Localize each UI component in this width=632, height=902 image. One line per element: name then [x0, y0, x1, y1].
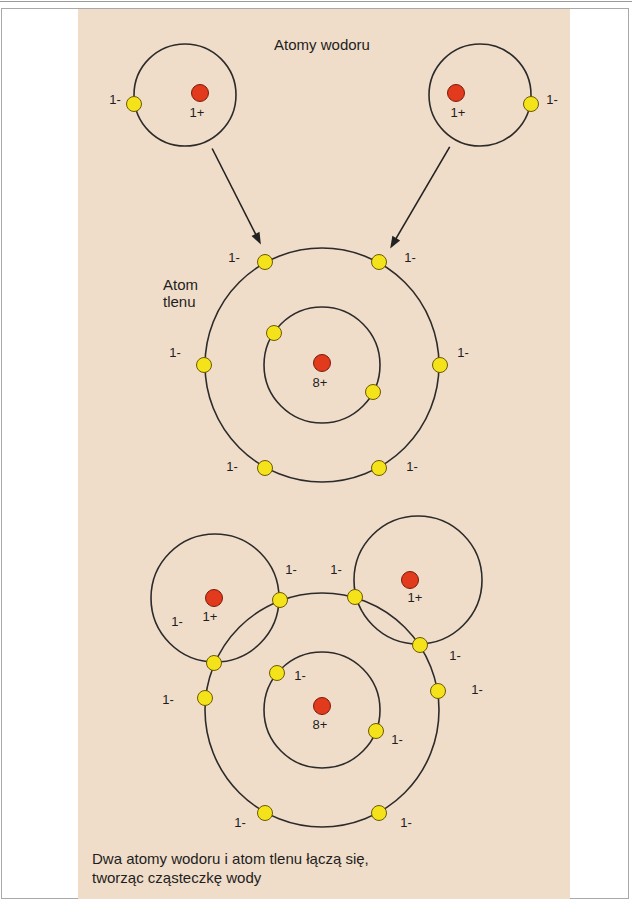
- electrons: [127, 97, 539, 821]
- shell-outline: [133, 43, 237, 147]
- atom-shell: 1+: [133, 43, 237, 147]
- electron: [207, 656, 222, 671]
- electron-charge: 1-: [226, 460, 238, 475]
- electron-charge: 1-: [406, 460, 418, 475]
- electron-charge: 1-: [162, 693, 174, 708]
- caption: Dwa atomy wodoru i atom tlenu łączą się,…: [92, 850, 422, 888]
- electron: [258, 255, 273, 270]
- arrow-line: [395, 147, 449, 240]
- electron: [267, 326, 282, 341]
- nucleus-charge: 8+: [313, 376, 328, 391]
- arrow: [390, 147, 450, 249]
- electron: [524, 97, 539, 112]
- electron-charge: 1-: [234, 816, 246, 831]
- electron: [372, 255, 387, 270]
- electron: [413, 638, 428, 653]
- electron-charge: 1-: [294, 669, 306, 684]
- electron: [198, 691, 213, 706]
- electron: [372, 806, 387, 821]
- shell-circle: [429, 44, 531, 146]
- electron-charge: 1-: [404, 251, 416, 266]
- arrow-line: [212, 149, 256, 236]
- atom-shell: 1+: [428, 43, 532, 147]
- electron-charge: 1-: [457, 346, 469, 361]
- electron: [258, 461, 273, 476]
- nucleus-charge: 8+: [313, 718, 328, 733]
- electron: [366, 385, 381, 400]
- inner-shell: [264, 307, 380, 423]
- electron: [433, 358, 448, 373]
- heading-label: Atomy wodoru: [274, 36, 370, 53]
- electron: [431, 684, 446, 699]
- nucleus: [314, 355, 331, 372]
- shell-circle: [205, 593, 439, 827]
- nucleus-charge: 1+: [203, 610, 218, 625]
- electron-charge: 1-: [285, 563, 297, 578]
- electron: [273, 593, 288, 608]
- electron-charge: 1-: [169, 346, 181, 361]
- nucleus: [206, 590, 223, 607]
- nucleus-charge: 1+: [190, 106, 205, 121]
- shell-circle: [134, 44, 236, 146]
- nucleus-charge: 1+: [451, 106, 466, 121]
- shell-circle: [354, 516, 482, 644]
- electron-charge: 1-: [330, 563, 342, 578]
- arrow-head: [390, 236, 400, 249]
- electron: [372, 461, 387, 476]
- arrow: [212, 149, 261, 245]
- arrow-head: [251, 232, 260, 245]
- nucleus: [448, 85, 465, 102]
- electron: [258, 806, 273, 821]
- electron-charge: 1-: [391, 733, 403, 748]
- top-rule: [0, 1, 632, 2]
- electron-charge: 1-: [109, 93, 121, 108]
- beige-panel: [78, 9, 570, 899]
- electron-charge: 1-: [449, 649, 461, 664]
- electron: [270, 666, 285, 681]
- electron: [197, 358, 212, 373]
- electron-charge: 1-: [471, 683, 483, 698]
- shell-circle: [151, 534, 279, 662]
- electron-charge: 1-: [546, 93, 558, 108]
- electron-charge: 1-: [171, 615, 183, 630]
- nucleus-charge: 1+: [408, 591, 423, 606]
- nucleus: [402, 572, 419, 589]
- inner-shell: [264, 652, 380, 768]
- electron-charge: 1-: [228, 251, 240, 266]
- electron: [127, 97, 142, 112]
- shell-outline: [428, 43, 532, 147]
- electron-charge: 1-: [400, 816, 412, 831]
- nucleus: [314, 698, 331, 715]
- nuclei: [192, 85, 465, 715]
- electron: [369, 724, 384, 739]
- electron: [348, 590, 363, 605]
- nucleus: [192, 85, 209, 102]
- shell-circle: [205, 248, 439, 482]
- heading-label: Atom tlenu: [163, 276, 215, 311]
